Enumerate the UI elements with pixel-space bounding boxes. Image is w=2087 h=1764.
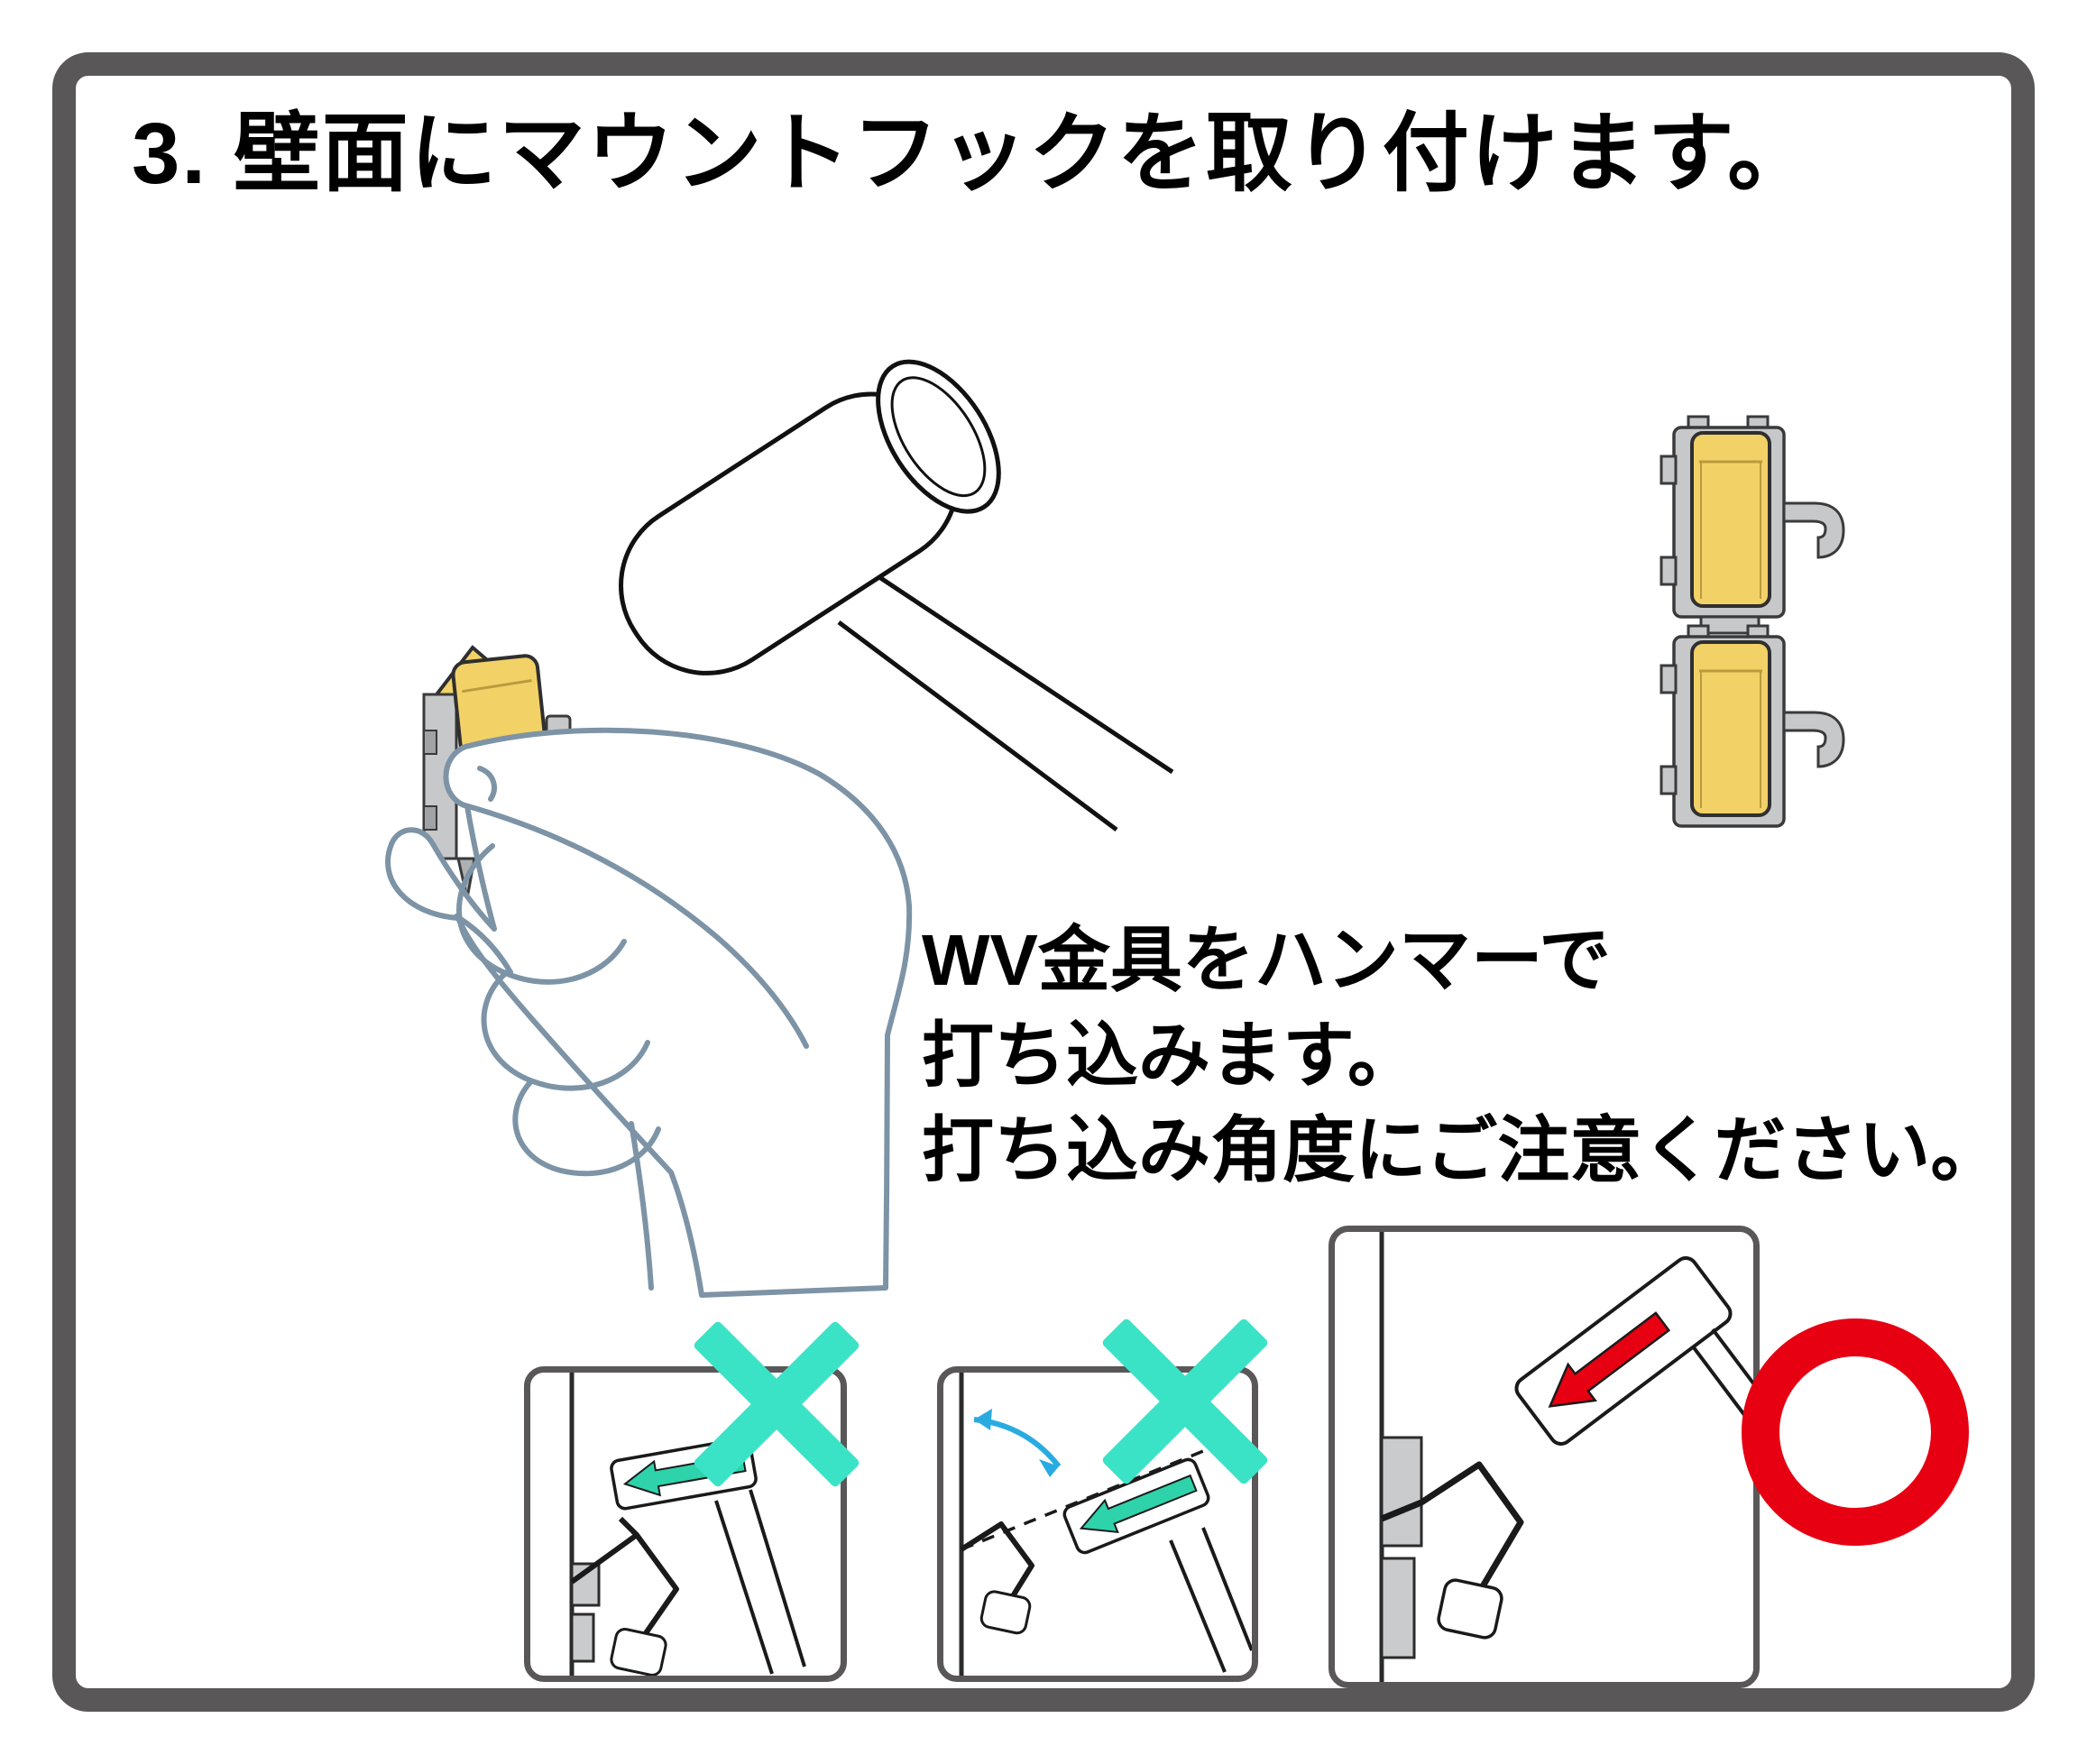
correct-angle-panel xyxy=(1329,1226,1760,1688)
hand-illustration xyxy=(385,727,913,1298)
mount-hook-assembly-icon xyxy=(1659,415,1845,828)
wrong-angle-illustration-2 xyxy=(959,1373,1252,1676)
correct-mark-icon xyxy=(1742,1318,1969,1546)
correct-angle-illustration xyxy=(1379,1232,1753,1682)
page-title: 3. 壁面にマウントフックを取り付けます。 xyxy=(132,106,1816,202)
instruction-note: WV金具をハンマーで 打ち込みます。 打ち込み角度にご注意ください。 xyxy=(922,913,2002,1199)
note-line-1: WV金具をハンマーで xyxy=(922,920,1612,1000)
wrong-mark-icon-1 xyxy=(694,1321,860,1487)
note-line-3: 打ち込み角度にご注意ください。 xyxy=(922,1110,2003,1191)
border-frame xyxy=(52,52,2035,1712)
note-line-2: 打ち込みます。 xyxy=(922,1015,1420,1096)
hammer-icon xyxy=(619,359,1174,832)
wrong-mark-icon-2 xyxy=(1102,1318,1268,1484)
